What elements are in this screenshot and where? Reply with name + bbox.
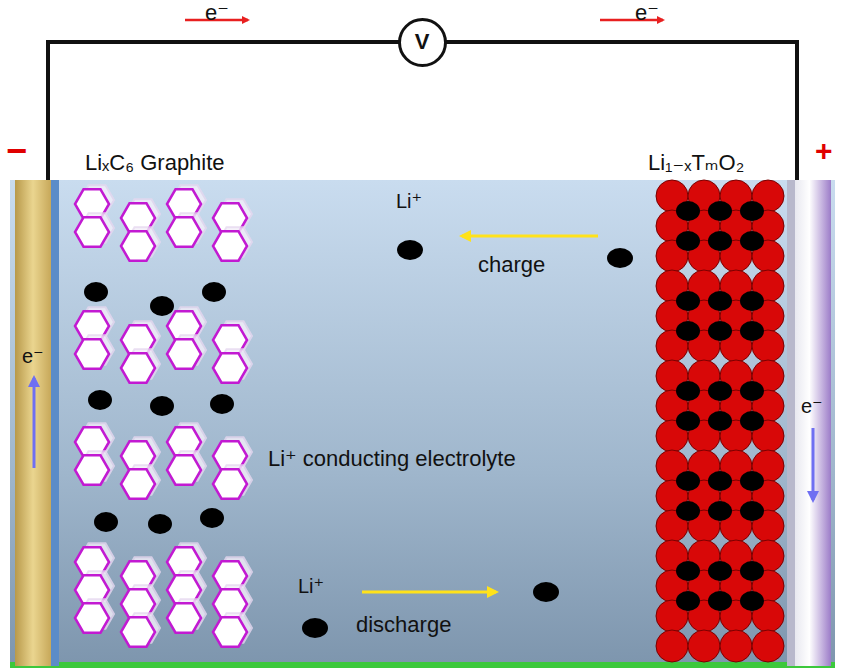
negative-terminal: − — [6, 130, 27, 171]
lithium-site — [676, 321, 700, 341]
graphite-hexagon — [75, 217, 109, 246]
intercalated-lithium — [150, 296, 174, 316]
lithium-site — [676, 231, 700, 251]
graphite-hexagon — [213, 469, 247, 498]
cell-base — [10, 662, 835, 668]
graphite-hexagon — [213, 231, 247, 260]
lithium-ion — [607, 248, 633, 268]
voltmeter: V — [398, 18, 447, 67]
lithium-site — [708, 201, 732, 221]
metal-oxide-lattice — [656, 180, 784, 662]
cathode-collector — [795, 180, 831, 666]
charge-label: charge — [478, 252, 545, 277]
lithium-site — [708, 501, 732, 521]
lithium-ion — [533, 582, 559, 602]
intercalated-lithium — [94, 512, 118, 532]
electron-flow-arrow — [33, 378, 36, 468]
graphite-hexagon — [75, 455, 109, 484]
lithium-site — [708, 471, 732, 491]
lithium-site — [708, 561, 732, 581]
lithium-site — [676, 291, 700, 311]
oxygen-atom — [688, 630, 720, 662]
intercalated-lithium — [200, 508, 224, 528]
lithium-site — [676, 501, 700, 521]
lithium-site — [708, 411, 732, 431]
charge-arrow — [462, 235, 598, 238]
electrolyte-label: Li⁺ conducting electrolyte — [268, 446, 516, 471]
lithium-site — [708, 291, 732, 311]
cathode-collector-edge — [787, 180, 795, 666]
electrolyte-cell — [10, 180, 835, 668]
electron-flow-arrow — [812, 428, 815, 500]
lithium-site — [740, 381, 764, 401]
intercalated-lithium — [210, 394, 234, 414]
lithium-site — [708, 231, 732, 251]
graphite-hexagon — [167, 339, 201, 368]
electron-label: e⁻ — [801, 395, 823, 418]
graphite-hexagon — [121, 617, 155, 646]
lithium-site — [676, 381, 700, 401]
lithium-site — [708, 381, 732, 401]
graphite-layers — [75, 185, 252, 646]
graphite-hexagon — [213, 353, 247, 382]
ion-label: Li⁺ — [298, 575, 324, 598]
intercalated-lithium — [148, 514, 172, 534]
lithium-site — [676, 471, 700, 491]
lithium-site — [676, 201, 700, 221]
meter-symbol: V — [415, 29, 430, 55]
graphite-hexagon — [167, 603, 201, 632]
graphite-hexagon — [121, 469, 155, 498]
positive-terminal: + — [815, 134, 833, 169]
electron-label: e⁻ — [635, 0, 659, 25]
lithium-site — [740, 501, 764, 521]
lithium-site — [740, 471, 764, 491]
graphite-hexagon — [167, 455, 201, 484]
graphite-hexagon — [75, 339, 109, 368]
lithium-site — [740, 561, 764, 581]
graphite-hexagon — [75, 603, 109, 632]
electron-label: e⁻ — [205, 0, 229, 25]
lithium-site — [676, 591, 700, 611]
lithium-site — [740, 321, 764, 341]
cathode-label: Li₁₋ₓTₘO₂ — [648, 150, 744, 175]
lithium-site — [740, 201, 764, 221]
lithium-site — [676, 561, 700, 581]
graphite-hexagon — [213, 617, 247, 646]
anode-collector-edge — [51, 180, 59, 666]
electron-label: e⁻ — [22, 345, 44, 368]
discharge-label: discharge — [356, 612, 451, 637]
lithium-site — [708, 321, 732, 341]
intercalated-lithium — [150, 396, 174, 416]
oxygen-atom — [752, 630, 784, 662]
oxygen-atom — [656, 630, 688, 662]
anode-collector — [15, 180, 51, 666]
intercalated-lithium — [202, 282, 226, 302]
anode-label: LiₓC₆ Graphite — [85, 150, 225, 175]
lithium-site — [740, 291, 764, 311]
lithium-site — [740, 591, 764, 611]
graphite-hexagon — [121, 353, 155, 382]
intercalated-lithium — [88, 390, 112, 410]
lithium-site — [740, 411, 764, 431]
discharge-arrow — [362, 591, 496, 594]
ion-label: Li⁺ — [396, 190, 422, 213]
lithium-site — [708, 591, 732, 611]
graphite-hexagon — [121, 231, 155, 260]
oxygen-atom — [720, 630, 752, 662]
graphite-hexagon — [167, 217, 201, 246]
lithium-ion — [397, 240, 423, 260]
lithium-site — [740, 231, 764, 251]
intercalated-lithium — [84, 282, 108, 302]
lithium-ion — [302, 618, 328, 638]
lithium-site — [676, 411, 700, 431]
